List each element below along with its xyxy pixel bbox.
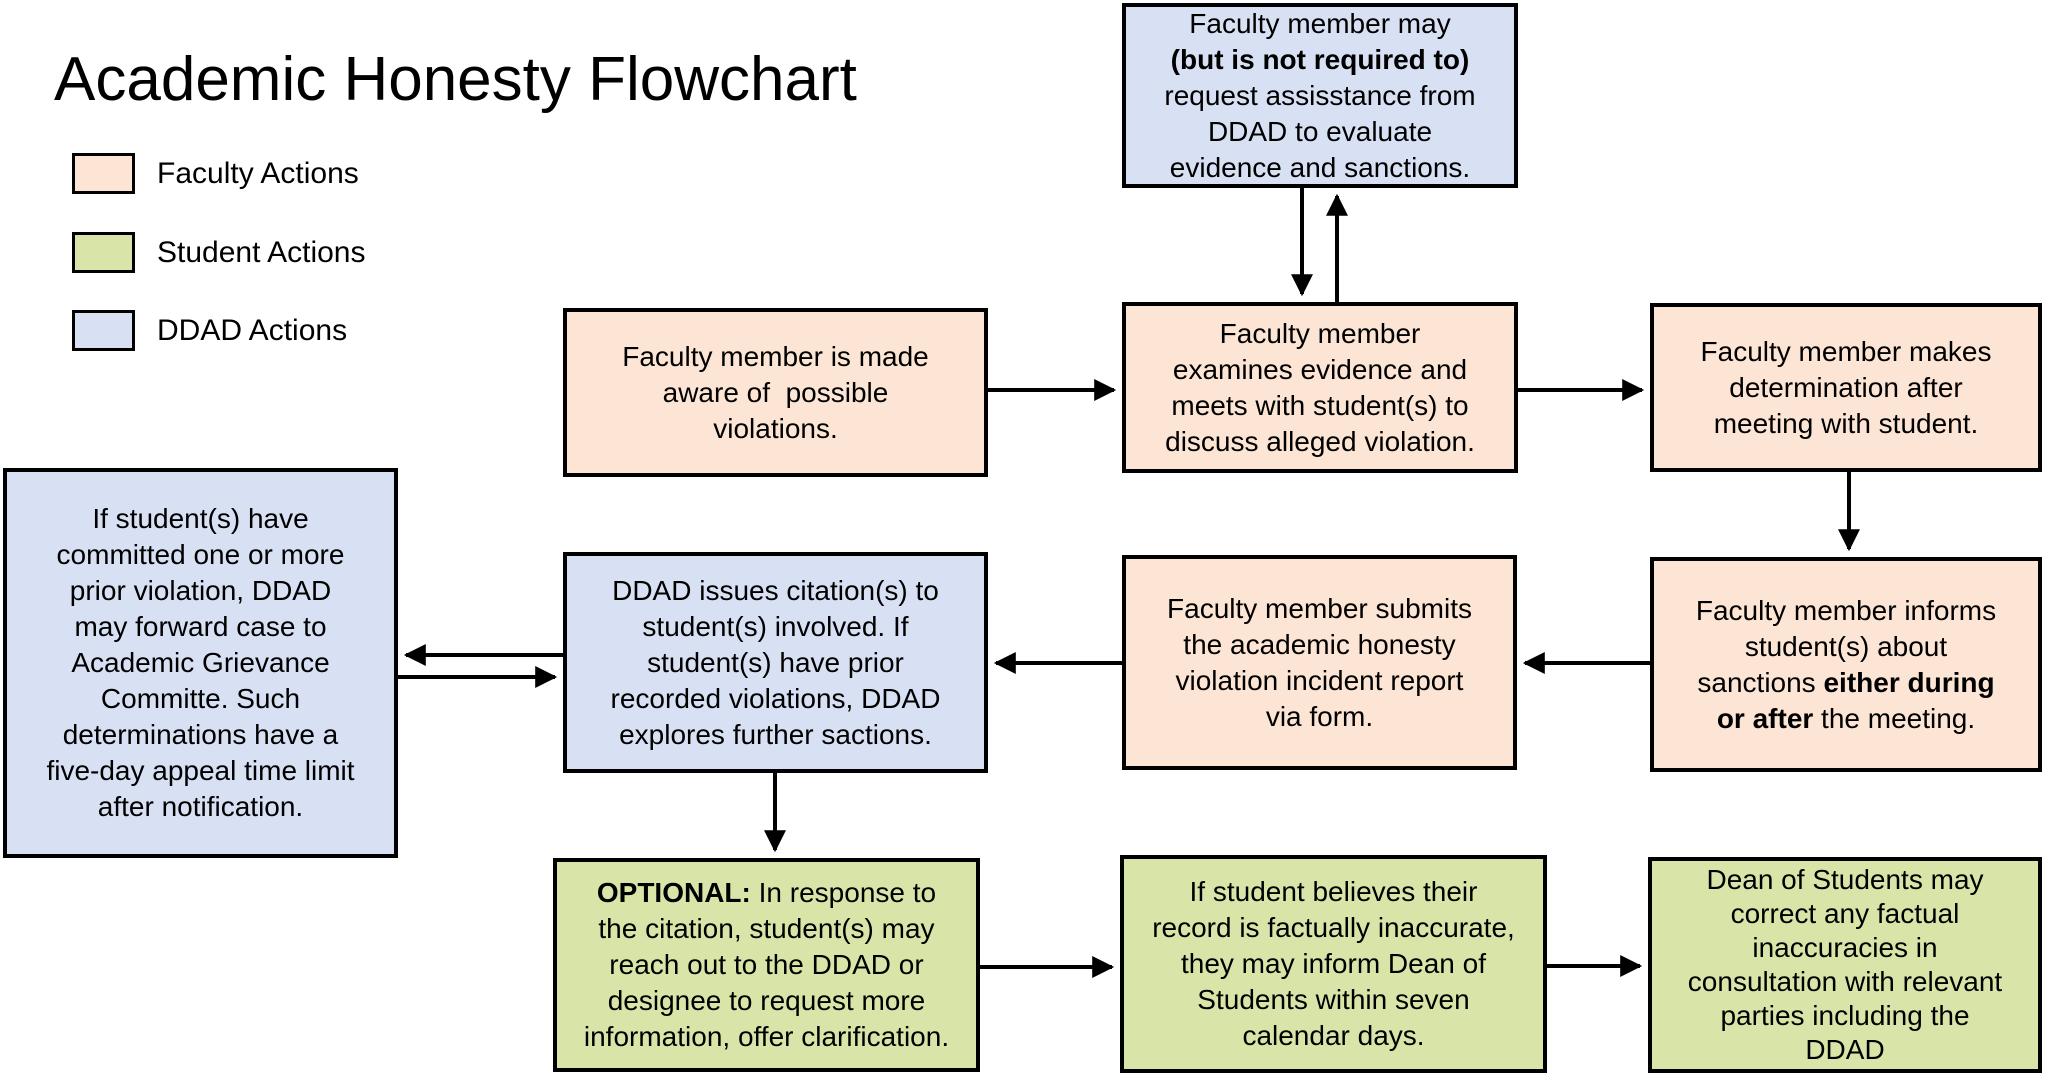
node-examines-evidence: Faculty member examines evidence and mee… — [1122, 302, 1518, 473]
node-examines-evidence-text: Faculty member examines evidence and mee… — [1165, 317, 1475, 457]
legend-swatch-faculty — [72, 153, 135, 194]
node-grievance-committee: If student(s) have committed one or more… — [3, 468, 398, 858]
node-believes-inaccurate-text: If student believes their record is fact… — [1152, 876, 1515, 1051]
node-aware-of-violations: Faculty member is made aware of possible… — [563, 308, 988, 477]
page-title: Academic Honesty Flowchart — [54, 45, 857, 114]
node-submits-report-text: Faculty member submits the academic hone… — [1167, 592, 1472, 732]
node-makes-determination-text: Faculty member makes determination after… — [1700, 335, 1992, 439]
node-optional-clarification: OPTIONAL: In response to the citation, s… — [553, 858, 980, 1072]
node-submits-report: Faculty member submits the academic hone… — [1122, 555, 1517, 770]
legend-label-faculty: Faculty Actions — [157, 156, 359, 190]
node-informs-sanctions-text: Faculty member informs student(s) about … — [1695, 594, 1997, 734]
node-request-assistance: Faculty member may (but is not required … — [1122, 3, 1518, 188]
node-dean-corrects: Dean of Students may correct any factual… — [1648, 857, 2042, 1073]
node-believes-inaccurate: If student believes their record is fact… — [1120, 855, 1547, 1073]
legend-item-faculty-actions: Faculty Actions — [72, 153, 359, 194]
legend-swatch-ddad — [72, 310, 135, 351]
node-issues-citation-text: DDAD issues citation(s) to student(s) in… — [610, 574, 941, 750]
legend-item-student-actions: Student Actions — [72, 232, 365, 273]
node-grievance-committee-text: If student(s) have committed one or more… — [46, 503, 355, 822]
legend-label-ddad: DDAD Actions — [157, 313, 348, 347]
node-issues-citation: DDAD issues citation(s) to student(s) in… — [563, 552, 988, 773]
legend-swatch-student — [72, 232, 135, 273]
node-dean-corrects-text: Dean of Students may correct any factual… — [1687, 864, 2003, 1065]
node-informs-sanctions: Faculty member informs student(s) about … — [1650, 557, 2042, 772]
node-makes-determination: Faculty member makes determination after… — [1650, 303, 2042, 472]
node-request-assistance-text: Faculty member may (but is not required … — [1164, 7, 1476, 183]
node-aware-of-violations-text: Faculty member is made aware of possible… — [622, 340, 929, 444]
legend-label-student: Student Actions — [157, 235, 366, 269]
legend-item-ddad-actions: DDAD Actions — [72, 310, 347, 351]
node-optional-clarification-text: OPTIONAL: In response to the citation, s… — [583, 877, 950, 1052]
